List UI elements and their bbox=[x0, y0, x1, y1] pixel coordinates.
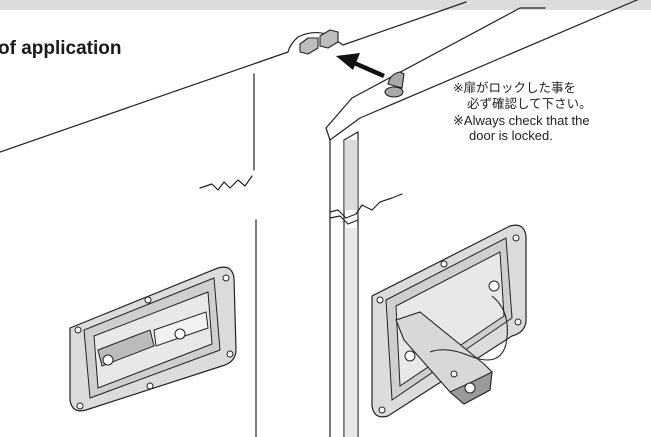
right-door-frame-cap bbox=[343, 131, 359, 141]
note-en-line-1: ※Always check that the bbox=[453, 113, 590, 128]
right-handle bbox=[371, 224, 527, 418]
right-door-corner bbox=[325, 127, 331, 141]
note-japanese: ※扉がロックした事を 必ず確認して下さい。 bbox=[453, 80, 649, 112]
section-heading: of application bbox=[0, 38, 122, 59]
hook-piece bbox=[384, 71, 405, 98]
right-break-mark-lower bbox=[329, 215, 359, 225]
right-door-edge-shade-lower bbox=[344, 228, 358, 437]
right-break-mark bbox=[329, 193, 403, 219]
lock-latch bbox=[299, 29, 339, 55]
right-door-edge-shade bbox=[344, 140, 358, 210]
left-handle bbox=[69, 266, 237, 412]
left-break-mark bbox=[199, 175, 253, 191]
left-door-edge bbox=[253, 73, 257, 437]
top-band bbox=[0, 0, 651, 10]
direction-arrow bbox=[336, 53, 385, 79]
note-jp-line-2: 必ず確認して下さい。 bbox=[467, 96, 592, 111]
note-english: ※Always check that the door is locked. bbox=[453, 113, 649, 143]
right-door-top-back bbox=[325, 7, 546, 129]
right-door-top-front bbox=[329, 0, 639, 141]
note-jp-line-1: ※扉がロックした事を bbox=[453, 80, 576, 95]
note-en-line-2: door is locked. bbox=[469, 128, 553, 143]
